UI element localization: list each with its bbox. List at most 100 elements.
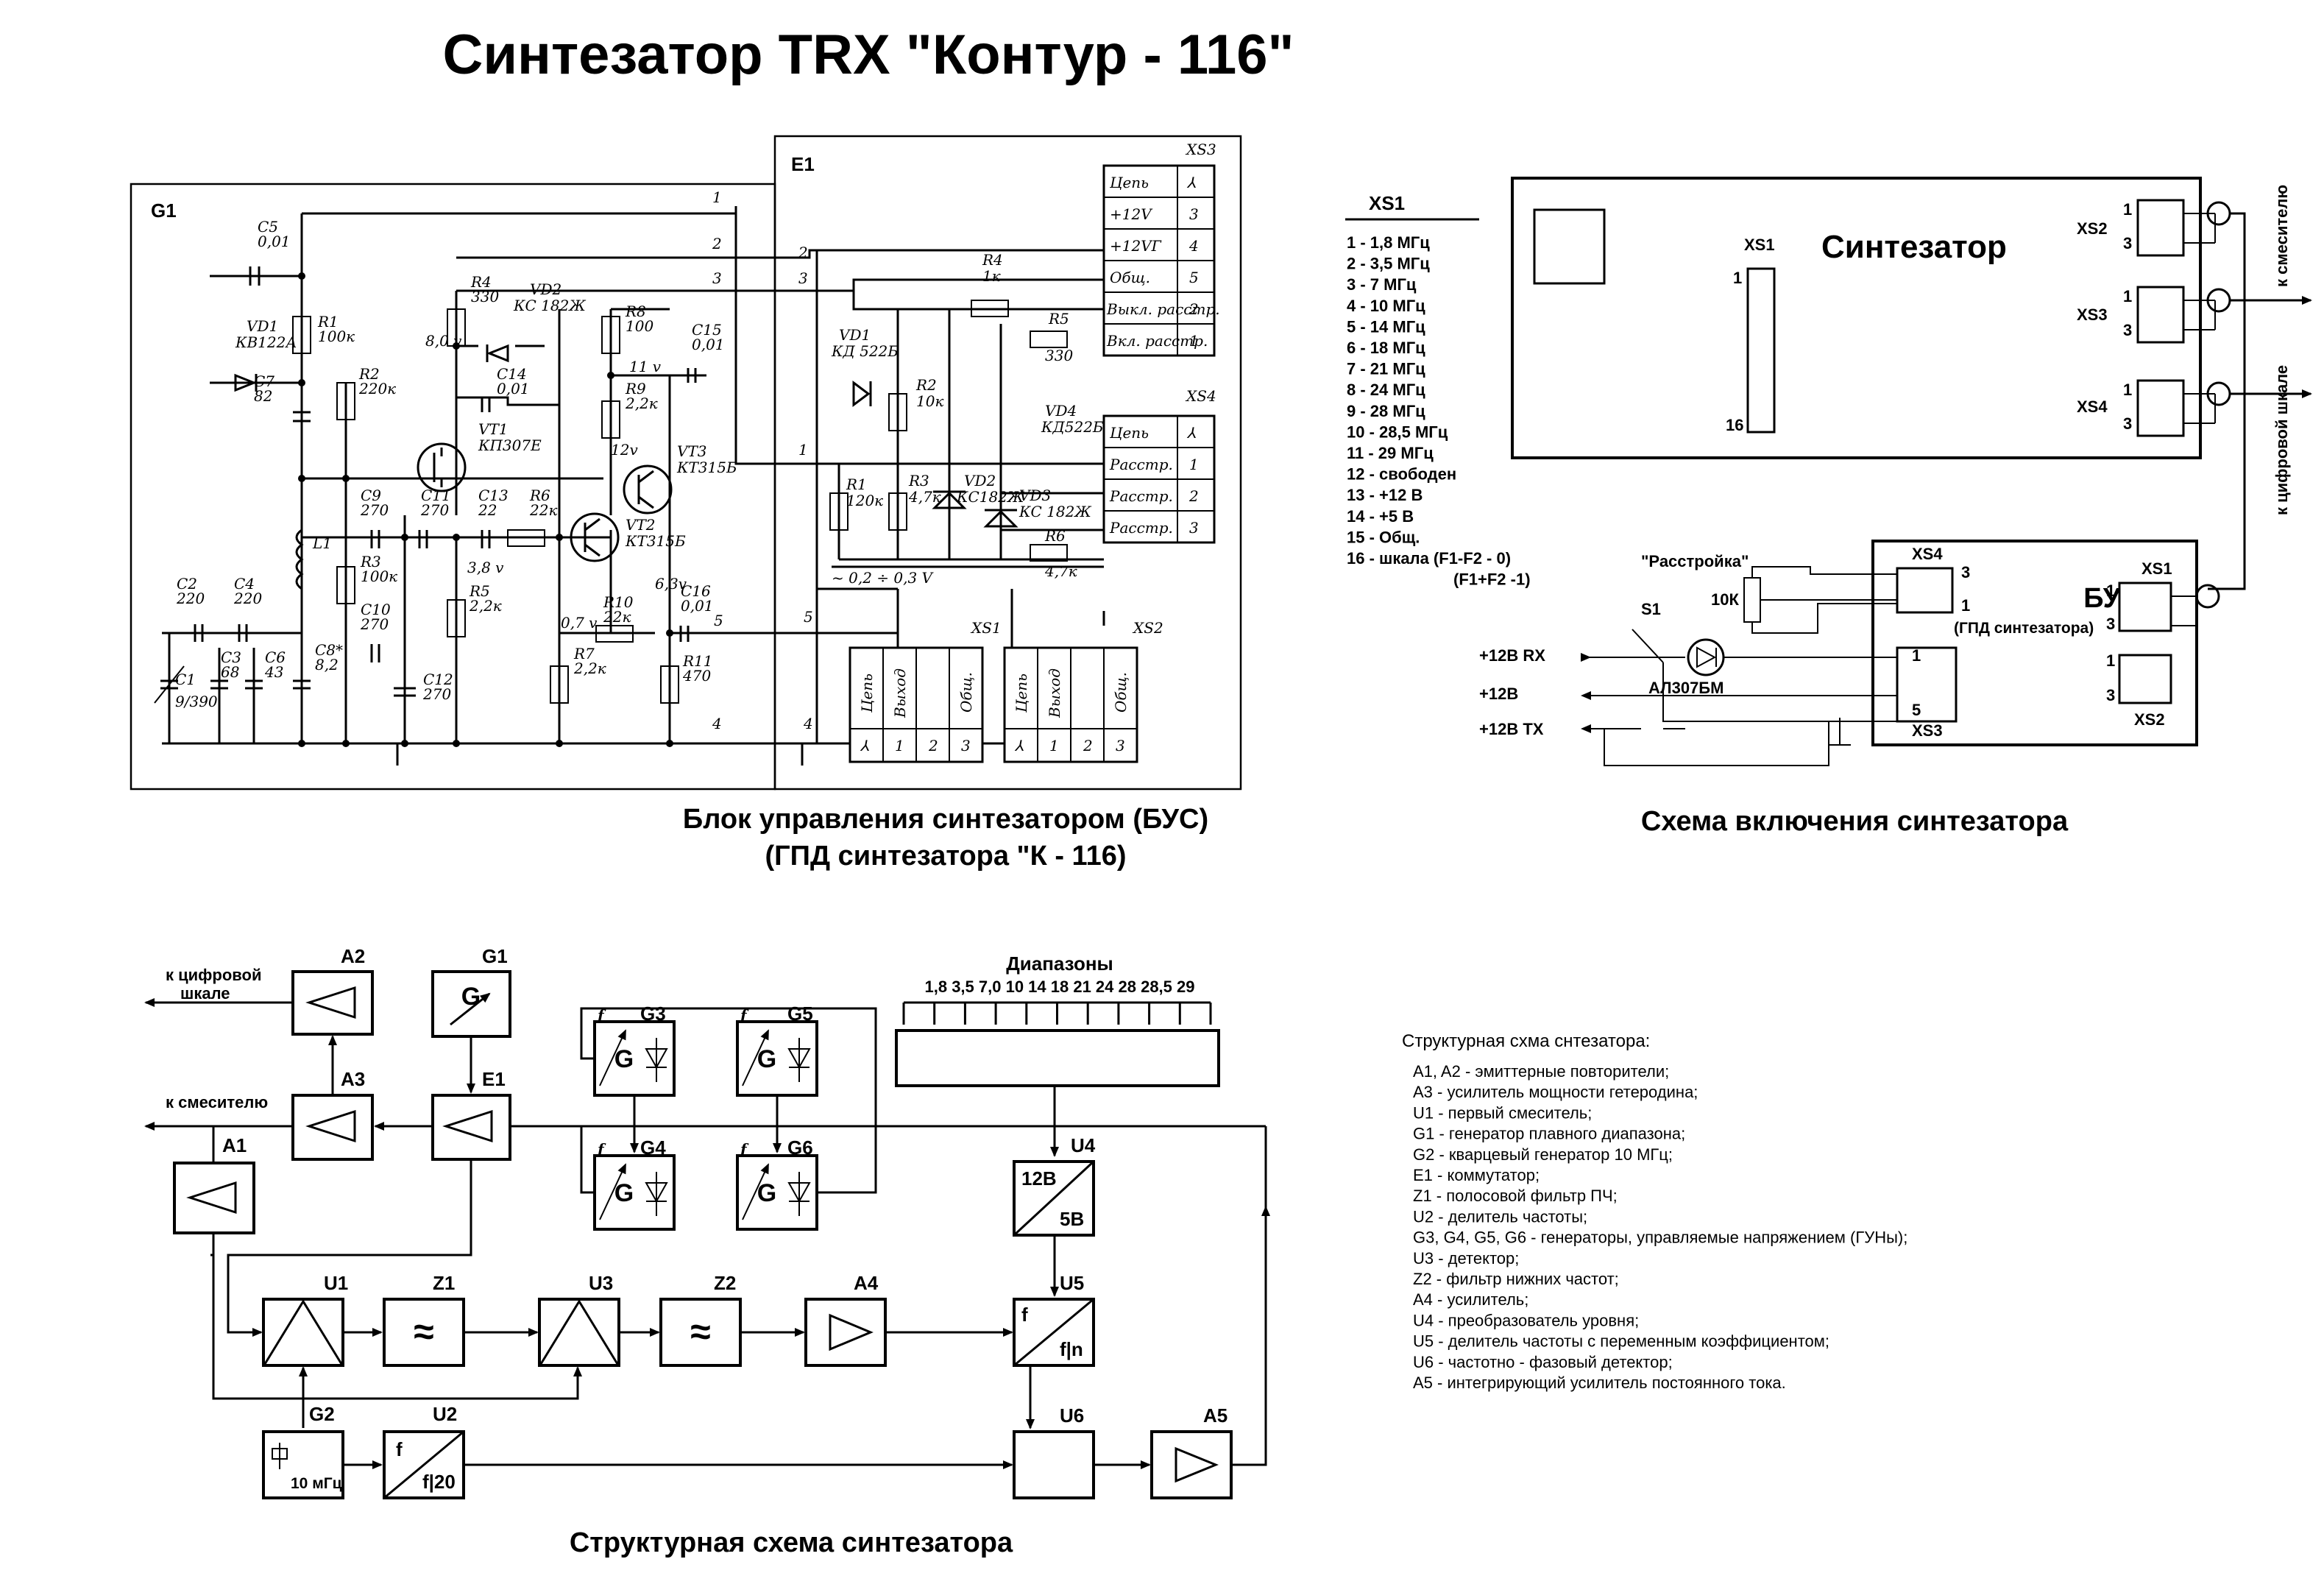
svg-text:C16: C16: [681, 582, 711, 600]
svg-text:270: 270: [422, 685, 451, 703]
voltage-range: ~ 0,2 ÷ 0,3 V: [832, 569, 935, 587]
ranges-values: 1,8 3,5 7,0 10 14 18 21 24 28 28,5 29: [925, 978, 1195, 996]
ranges-switch-block: [895, 1029, 1220, 1087]
node-1: 1: [712, 188, 722, 206]
svg-text:8,2: 8,2: [315, 656, 339, 674]
bus-xs2: 1 3 XS2: [2106, 651, 2172, 729]
svg-text:R9: R9: [625, 380, 646, 397]
wiring-to-mixer: к смесителю: [2272, 185, 2291, 287]
legend-item: A3 - усилитель мощности гетеродина;: [1413, 1083, 1698, 1101]
supply-tx: +12В ТХ: [1479, 720, 1544, 738]
a3-label: A3: [341, 1068, 365, 1090]
svg-text:G: G: [614, 1045, 634, 1073]
e1-node-5: 5: [804, 608, 813, 626]
resistor-r7: R7 2,2к: [550, 645, 606, 704]
pot-resistor: [1743, 577, 1761, 623]
svg-text:270: 270: [360, 615, 389, 633]
led-label: АЛ307БМ: [1648, 679, 1723, 697]
svg-text:+12VГ: +12VГ: [1110, 237, 1162, 255]
pinout-item: 3 - 7 МГц: [1347, 275, 1417, 294]
z2-label: Z2: [714, 1272, 736, 1294]
supply-12v: +12В: [1479, 685, 1518, 703]
e1-node-1: 1: [798, 441, 808, 459]
svg-text:XS2: XS2: [1132, 619, 1163, 637]
synth-chip: [1533, 208, 1606, 285]
u3-label: U3: [589, 1272, 613, 1294]
svg-text:Цепь: Цепь: [858, 674, 876, 713]
svg-text:Вкл. расстр.: Вкл. расстр.: [1106, 332, 1208, 350]
svg-text:XS1: XS1: [970, 619, 1002, 637]
svg-text:C12: C12: [423, 671, 453, 688]
pinout-item: 5 - 14 МГц: [1347, 317, 1425, 336]
pot-label: "Расстройка": [1641, 552, 1749, 570]
bus-sublabel: (ГПД синтезатора): [1954, 620, 2094, 637]
wiring-caption: Схема включения синтезатора: [1641, 806, 2069, 837]
svg-text:470: 470: [682, 667, 711, 685]
svg-text:9/390: 9/390: [175, 693, 218, 710]
svg-text:R7: R7: [573, 645, 595, 662]
svg-text:VD2: VD2: [964, 472, 996, 489]
legend-item: Z2 - фильтр нижних частот;: [1413, 1270, 1619, 1288]
block-g1: [431, 970, 511, 1038]
svg-text:2,2к: 2,2к: [625, 395, 658, 412]
svg-text:C13: C13: [478, 487, 509, 504]
svg-text:0,01: 0,01: [681, 597, 714, 615]
svg-text:2: 2: [928, 737, 938, 754]
svg-text:G: G: [757, 1179, 776, 1207]
svg-text:КВ122А: КВ122А: [235, 333, 297, 351]
svg-text:⅄: ⅄: [1186, 424, 1197, 442]
bus-xs3: XS3 1 5: [1896, 646, 1958, 740]
svg-text:Общ.: Общ.: [1110, 269, 1150, 286]
page-title: Синтезатор TRX "Контур - 116": [442, 24, 1294, 86]
capacitor-c1: C1 9/390: [154, 633, 218, 743]
bus-xs1: XS1 1 3: [2106, 559, 2172, 633]
svg-text:f: f: [1021, 1304, 1028, 1326]
svg-text:2: 2: [1083, 737, 1093, 754]
pinout-item: 6 - 18 МГц: [1347, 339, 1425, 357]
svg-text:КС182Ж: КС182Ж: [956, 488, 1024, 506]
g1-label: G1: [482, 945, 508, 967]
svg-text:3: 3: [2106, 615, 2115, 633]
e1-resistor-r4: R4 1к: [971, 251, 1009, 317]
svg-text:330: 330: [471, 288, 499, 305]
svg-text:1: 1: [2123, 200, 2132, 219]
svg-text:XS4: XS4: [1912, 545, 1943, 563]
svg-text:120к: 120к: [846, 492, 883, 509]
svg-text:3: 3: [961, 737, 971, 754]
svg-text:1: 1: [1189, 332, 1199, 350]
svg-text:220: 220: [233, 590, 262, 607]
svg-text:f: f: [739, 1140, 749, 1158]
e1-resistor-r5: R5 330: [1030, 310, 1073, 364]
u1-label: U1: [324, 1272, 348, 1294]
svg-text:220к: 220к: [358, 380, 396, 397]
svg-text:1: 1: [2123, 287, 2132, 305]
svg-text:0,01: 0,01: [497, 380, 530, 397]
svg-text:f: f: [739, 1006, 749, 1024]
svg-text:1: 1: [1049, 737, 1059, 754]
to-scale-line1: к цифровой: [166, 966, 262, 984]
pinout-item: 13 - +12 В: [1347, 486, 1423, 504]
block-a1: [173, 1162, 255, 1234]
node-2: 2: [712, 235, 722, 252]
capacitor-c14: C14 0,01: [481, 365, 530, 412]
synth-xs4: XS4 1 3: [2077, 379, 2185, 437]
varicap-vd1: VD1 КВ122А: [210, 317, 297, 392]
capacitor-c8: C8* 8,2: [293, 641, 343, 690]
svg-text:10к: 10к: [916, 392, 943, 410]
schematic-caption: Блок управления синтезатором (БУС): [683, 804, 1208, 835]
svg-text:G: G: [757, 1045, 776, 1073]
capacitor-c3: C3 68: [210, 648, 241, 743]
pinout-item: 2 - 3,5 МГц: [1347, 255, 1430, 273]
svg-text:330: 330: [1045, 347, 1073, 364]
legend-item: A4 - усилитель;: [1413, 1290, 1528, 1309]
svg-text:2,2к: 2,2к: [469, 597, 502, 615]
legend-item: U5 - делитель частоты с переменным коэфф…: [1413, 1332, 1829, 1351]
svg-text:R10: R10: [603, 593, 634, 611]
svg-text:VD1: VD1: [839, 326, 871, 344]
e1-label: E1: [482, 1068, 506, 1090]
svg-text:Общ.: Общ.: [1112, 672, 1130, 713]
a5-label: A5: [1203, 1404, 1227, 1427]
legend-item: G1 - генератор плавного диапазона;: [1413, 1125, 1685, 1143]
pinout-title: XS1: [1369, 192, 1405, 214]
